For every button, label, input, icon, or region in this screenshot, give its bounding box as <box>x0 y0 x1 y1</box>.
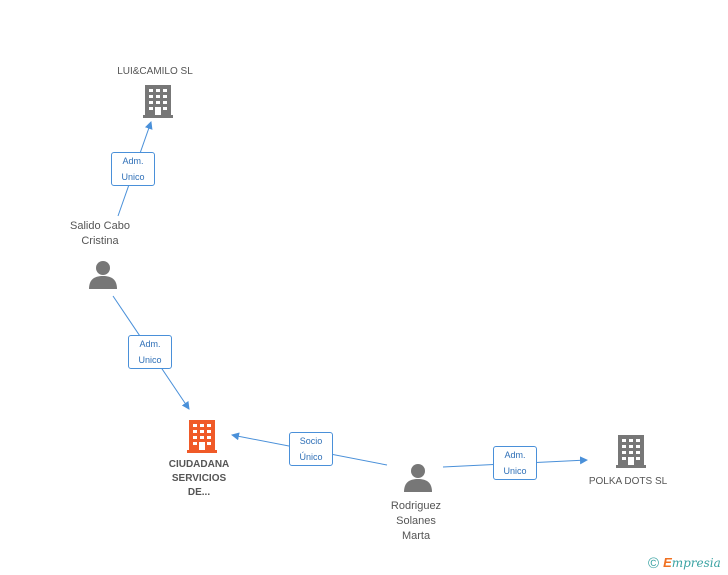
node-label-luicamilo: LUI&CAMILO SL <box>117 66 193 77</box>
copyright-icon: © <box>648 554 660 572</box>
person-icon[interactable] <box>403 463 433 493</box>
building-icon[interactable] <box>615 434 647 468</box>
brand-initial: E <box>663 555 672 570</box>
node-label-salido: Salido Cabo Cristina <box>70 220 130 247</box>
building-icon[interactable] <box>186 419 218 453</box>
person-icon[interactable] <box>88 260 118 290</box>
node-label-rodriguez: Rodriguez Solanes Marta <box>390 500 442 542</box>
node-label-polka: POLKA DOTS SL <box>588 476 668 487</box>
brand-name: mpresia <box>671 556 721 570</box>
edge-label-rodriguez-polka[interactable]: Adm. Unico <box>493 446 537 480</box>
edge-label-salido-luicamilo[interactable]: Adm. Unico <box>111 152 155 186</box>
node-label-ciudadana: CIUDADANA SERVICIOS DE... <box>168 459 230 498</box>
building-icon[interactable] <box>142 84 174 118</box>
brand-logo: Empresia <box>663 554 721 572</box>
edge-label-salido-ciudadana[interactable]: Adm. Unico <box>128 335 172 369</box>
edge-label-rodriguez-ciudadana[interactable]: Socio Único <box>289 432 333 466</box>
footer-brand: © Empresia <box>648 553 721 573</box>
